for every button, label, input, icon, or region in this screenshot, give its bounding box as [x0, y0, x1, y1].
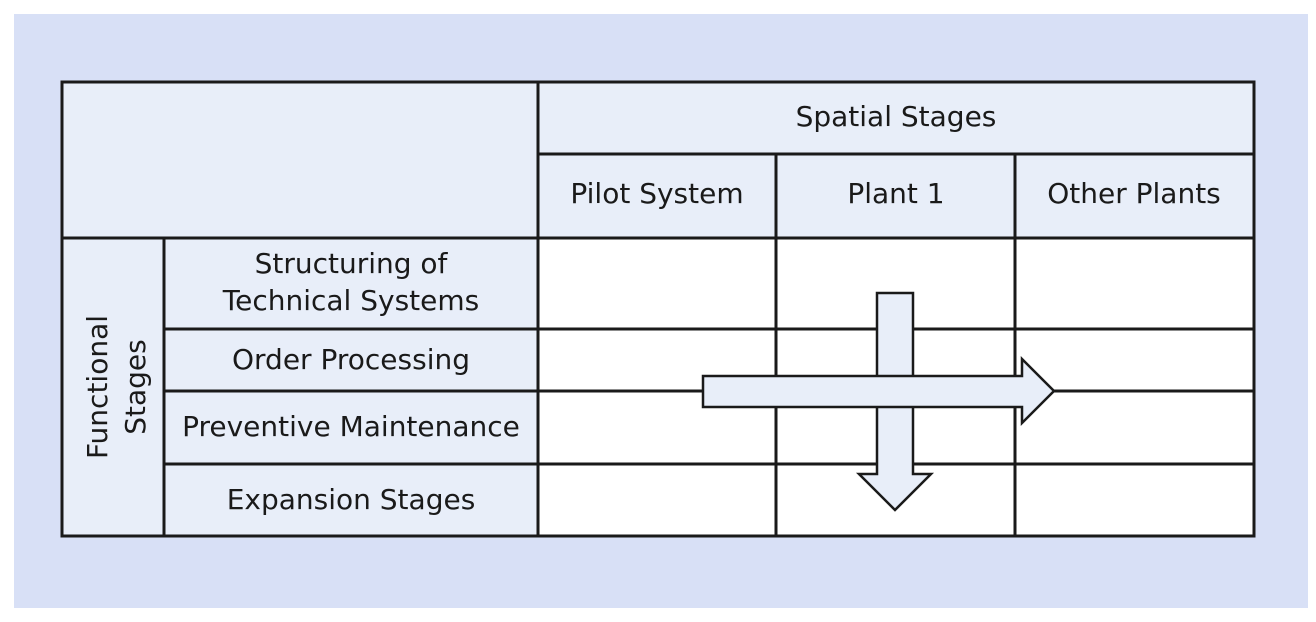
row-label-preventive-maintenance: Preventive Maintenance	[182, 410, 520, 443]
column-header-pilot-system: Pilot System	[570, 177, 743, 210]
functional-stages-line-1: Functional	[81, 315, 114, 459]
right-arrow	[701, 355, 1056, 427]
header-area	[62, 82, 1254, 238]
grid-lines	[60, 80, 1256, 538]
column-header-other-plants: Other Plants	[1047, 177, 1221, 210]
row-label-order-processing: Order Processing	[232, 343, 470, 376]
row-label-structuring-line-2: Technical Systems	[222, 284, 479, 317]
functional-stages-title: Functional Stages	[81, 315, 152, 459]
row-labels-area	[62, 238, 538, 536]
functional-stages-line-2: Stages	[119, 339, 152, 435]
spatial-stages-title: Spatial Stages	[796, 100, 997, 133]
column-header-plant-1: Plant 1	[847, 177, 944, 210]
row-label-expansion-stages: Expansion Stages	[227, 483, 476, 516]
row-label-structuring-line-1: Structuring of	[255, 247, 449, 280]
outer-border	[60, 80, 1256, 538]
